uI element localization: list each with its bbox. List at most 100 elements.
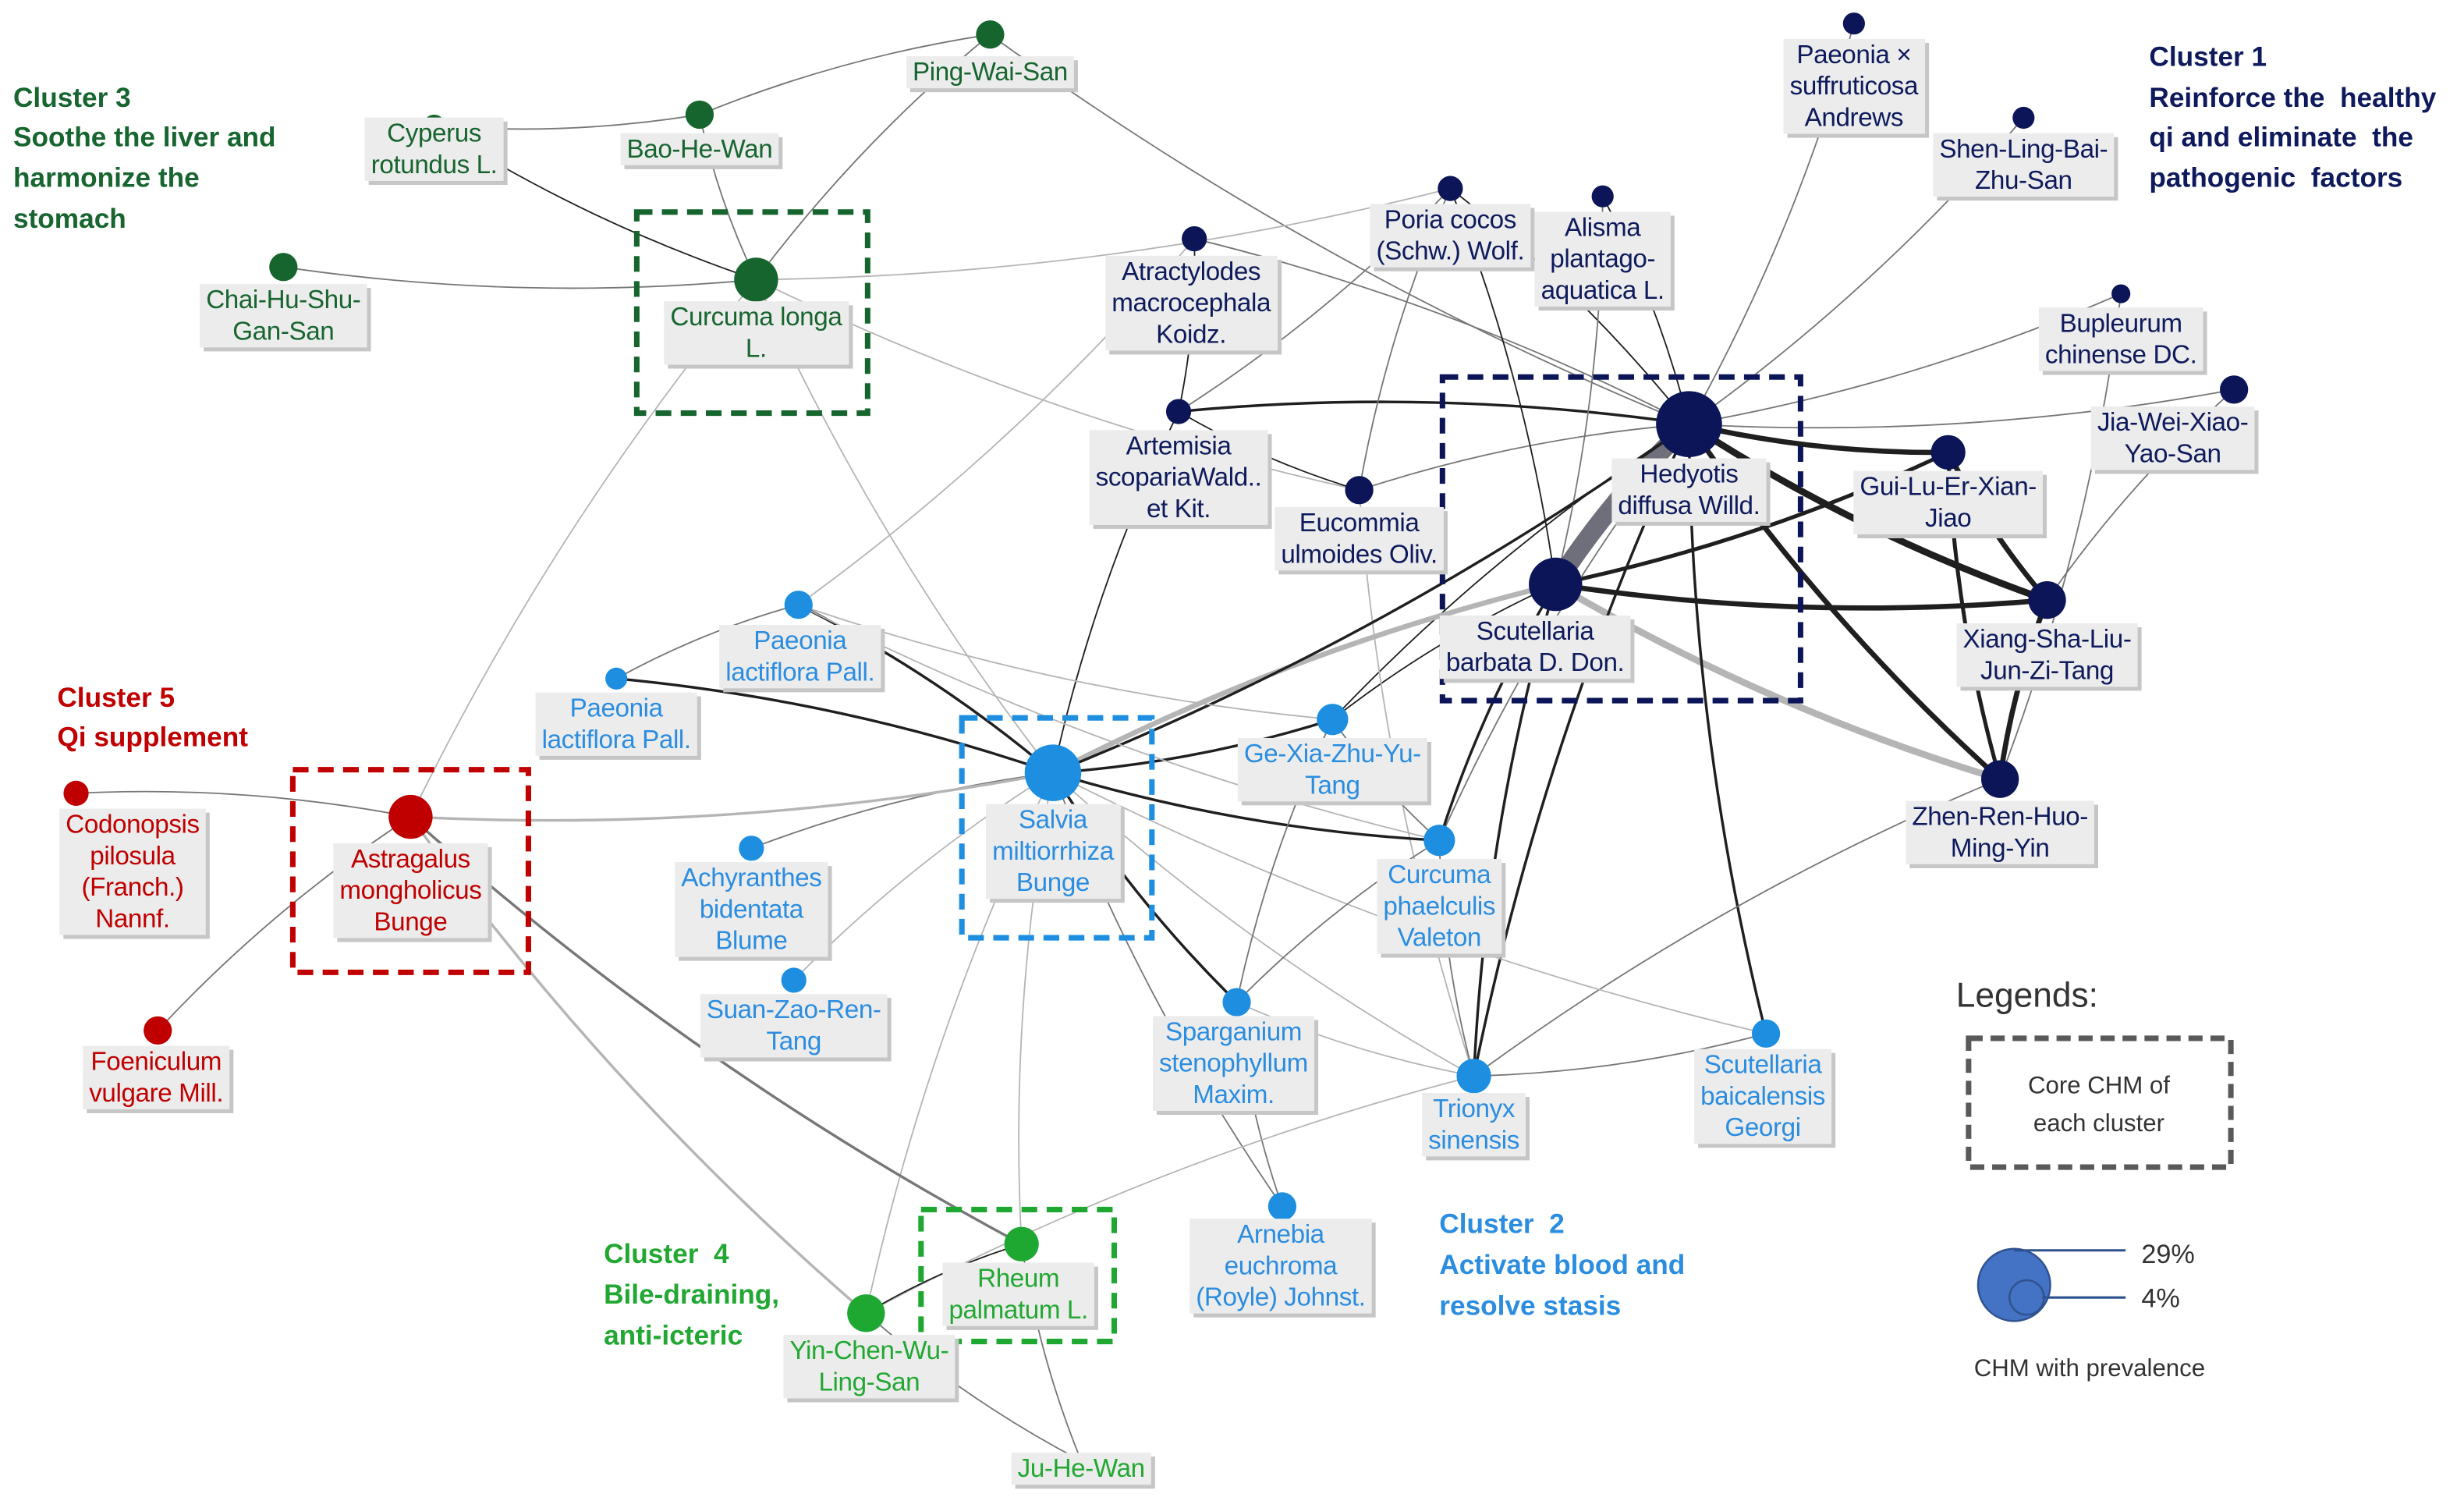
poria-label: Poria cocos(Schw.) Wolf. <box>1370 204 1535 271</box>
cluster-3-desc-line: stomach <box>13 204 126 234</box>
curcuma-ph-node <box>1423 825 1455 857</box>
edge-hedyotis-artemisia <box>1177 400 1691 426</box>
zhen-ren-label-line: Zhen-Ren-Huo- <box>1912 803 2088 832</box>
cluster-3-label: Cluster 3 Soothe the liver and harmonize… <box>13 83 276 234</box>
legend-size-caption: CHM with prevalence <box>1974 1354 2205 1382</box>
eucommia-label-line: Eucommia <box>1299 509 1420 538</box>
scut-barbata-label-box <box>1439 615 1631 679</box>
edge-astragalus-salvia <box>409 771 1055 822</box>
cluster-1-label: Cluster 1 Reinforce the healthy qi and e… <box>2149 42 2436 193</box>
curcuma-longa-label-line: L. <box>746 335 767 364</box>
atractylodes-label-line: macrocephala <box>1111 289 1271 318</box>
edge-salvia-curcuma-ph <box>1051 771 1441 842</box>
edge-scut-barbata-salvia <box>1050 581 1558 775</box>
edge-curcuma-longa-poria <box>755 187 1452 281</box>
curcuma-longa-core-box <box>633 209 870 417</box>
atractylodes-node <box>1182 225 1207 252</box>
bupleurum-node <box>2111 284 2131 303</box>
zhen-ren-label-line: Ming-Yin <box>1951 834 2050 863</box>
rheum-node <box>1004 1226 1039 1261</box>
cluster-1-desc-line: pathogenic factors <box>2149 163 2402 193</box>
paeonia-suff-label-line: Paeonia × <box>1796 41 1911 69</box>
eucommia-label-box <box>1275 506 1444 571</box>
scut-barbata-label-line: barbata D. Don. <box>1446 648 1624 677</box>
rheum-label: Rheum palmatum L. <box>942 1262 1098 1330</box>
codonopsis-label-line: Codonopsis <box>66 811 199 839</box>
rheum-label-line: Rheum <box>977 1265 1059 1293</box>
arnebia-label-line: (Royle) Johnst. <box>1196 1283 1365 1312</box>
suan-zao-label: Suan-Zao-Ren-Tang <box>700 994 892 1062</box>
rheum-core-box <box>918 1206 1118 1345</box>
suan-zao-label-line: Tang <box>767 1027 821 1056</box>
zhen-ren-label-box <box>1906 800 2094 864</box>
hedyotis-node <box>1656 391 1722 457</box>
bao-he-wan-label-line: Bao-He-Wan <box>627 135 773 164</box>
codonopsis-node <box>63 780 89 806</box>
sparganium-label-line: Sparganium <box>1165 1017 1302 1046</box>
edge-curcuma-ph-sparganium <box>1236 839 1441 1003</box>
astragalus-label-line: Bunge <box>374 907 447 936</box>
alisma-label-line: aquatica L. <box>1541 276 1665 305</box>
codonopsis-label-line: (Franch.) <box>81 873 183 902</box>
hedyotis-label-line: Hedyotis <box>1640 460 1738 489</box>
jia-wei-label: Jia-Wei-Xiao-Yao-San <box>2090 406 2259 474</box>
ping-wai-san-node <box>976 20 1005 49</box>
cluster-4-title: Cluster 4 <box>604 1239 729 1269</box>
scut-baical-label-line: baicalensis <box>1700 1082 1825 1111</box>
ping-wai-san-label-box <box>906 56 1074 89</box>
paeonia-lac-2-label-line: Paeonia <box>570 694 664 723</box>
edge-hedyotis-eucommia <box>1358 423 1690 491</box>
curcuma-longa-label-line: Curcuma longa <box>670 303 842 332</box>
chai-hu-label-box <box>200 284 367 348</box>
scut-barbata-node <box>1529 557 1583 612</box>
edge-sparganium-trionyx <box>1236 1001 1475 1077</box>
codonopsis-label-line: Nannf. <box>95 904 169 933</box>
xiang-sha-node <box>2028 581 2066 619</box>
legend-core-box-label: Core CHM of <box>2028 1071 2170 1098</box>
paeonia-suff-label-line: suffruticosa <box>1790 72 1919 101</box>
rheum-label-line: palmatum L. <box>948 1296 1087 1325</box>
eucommia-node <box>1345 476 1374 505</box>
cyperus-label-box <box>364 117 504 181</box>
ju-he-wan-label-line: Ju-He-Wan <box>1018 1454 1145 1483</box>
trionyx-label-box <box>1422 1093 1526 1157</box>
paeonia-lac-2-node <box>605 667 628 690</box>
cluster-5-title: Cluster 5 <box>57 683 175 713</box>
zhen-ren-node <box>1980 760 2019 798</box>
ju-he-wan-label-box <box>1011 1453 1151 1485</box>
achyranthes-label-line: Blume <box>715 927 787 956</box>
salvia-core-box <box>959 715 1155 941</box>
chai-hu-label-line: Gan-San <box>232 317 334 346</box>
edge-salvia-achyranthes <box>750 772 1054 850</box>
zhen-ren-label: Zhen-Ren-Huo-Ming-Yin <box>1906 800 2098 868</box>
cluster-4-desc-line: Bile-draining, <box>604 1279 779 1310</box>
ge-xia-label: Ge-Xia-Zhu-Yu-Tang <box>1237 737 1431 806</box>
yin-chen-label-box <box>783 1335 955 1399</box>
yin-chen-label-line: Yin-Chen-Wu- <box>789 1336 948 1365</box>
cluster-2-desc-line: Activate blood and <box>1439 1250 1685 1280</box>
paeonia-lac-1-label-line: lactiflora Pall. <box>725 658 874 687</box>
cluster-labels: Cluster 3 Soothe the liver and harmonize… <box>13 42 2437 1351</box>
shen-ling-label-line: Shen-Ling-Bai- <box>1939 135 2108 164</box>
sparganium-label-line: Maxim. <box>1193 1080 1275 1109</box>
edge-hedyotis-jia-wei <box>1688 389 2235 429</box>
paeonia-lac-2-label-box <box>535 692 697 756</box>
alisma-label-line: plantago- <box>1550 245 1655 274</box>
atractylodes-label-line: Atractylodes <box>1122 257 1260 286</box>
cluster-1-desc-line: Reinforce the healthy <box>2149 83 2436 113</box>
foeniculum-label-line: Foeniculum <box>90 1048 222 1077</box>
cyperus-label-line: Cyperus <box>387 119 481 148</box>
alisma-node <box>1591 185 1614 208</box>
edge-rheum-yin-chen <box>865 1243 1023 1315</box>
salvia-label-line: miltiorrhiza <box>992 837 1115 866</box>
